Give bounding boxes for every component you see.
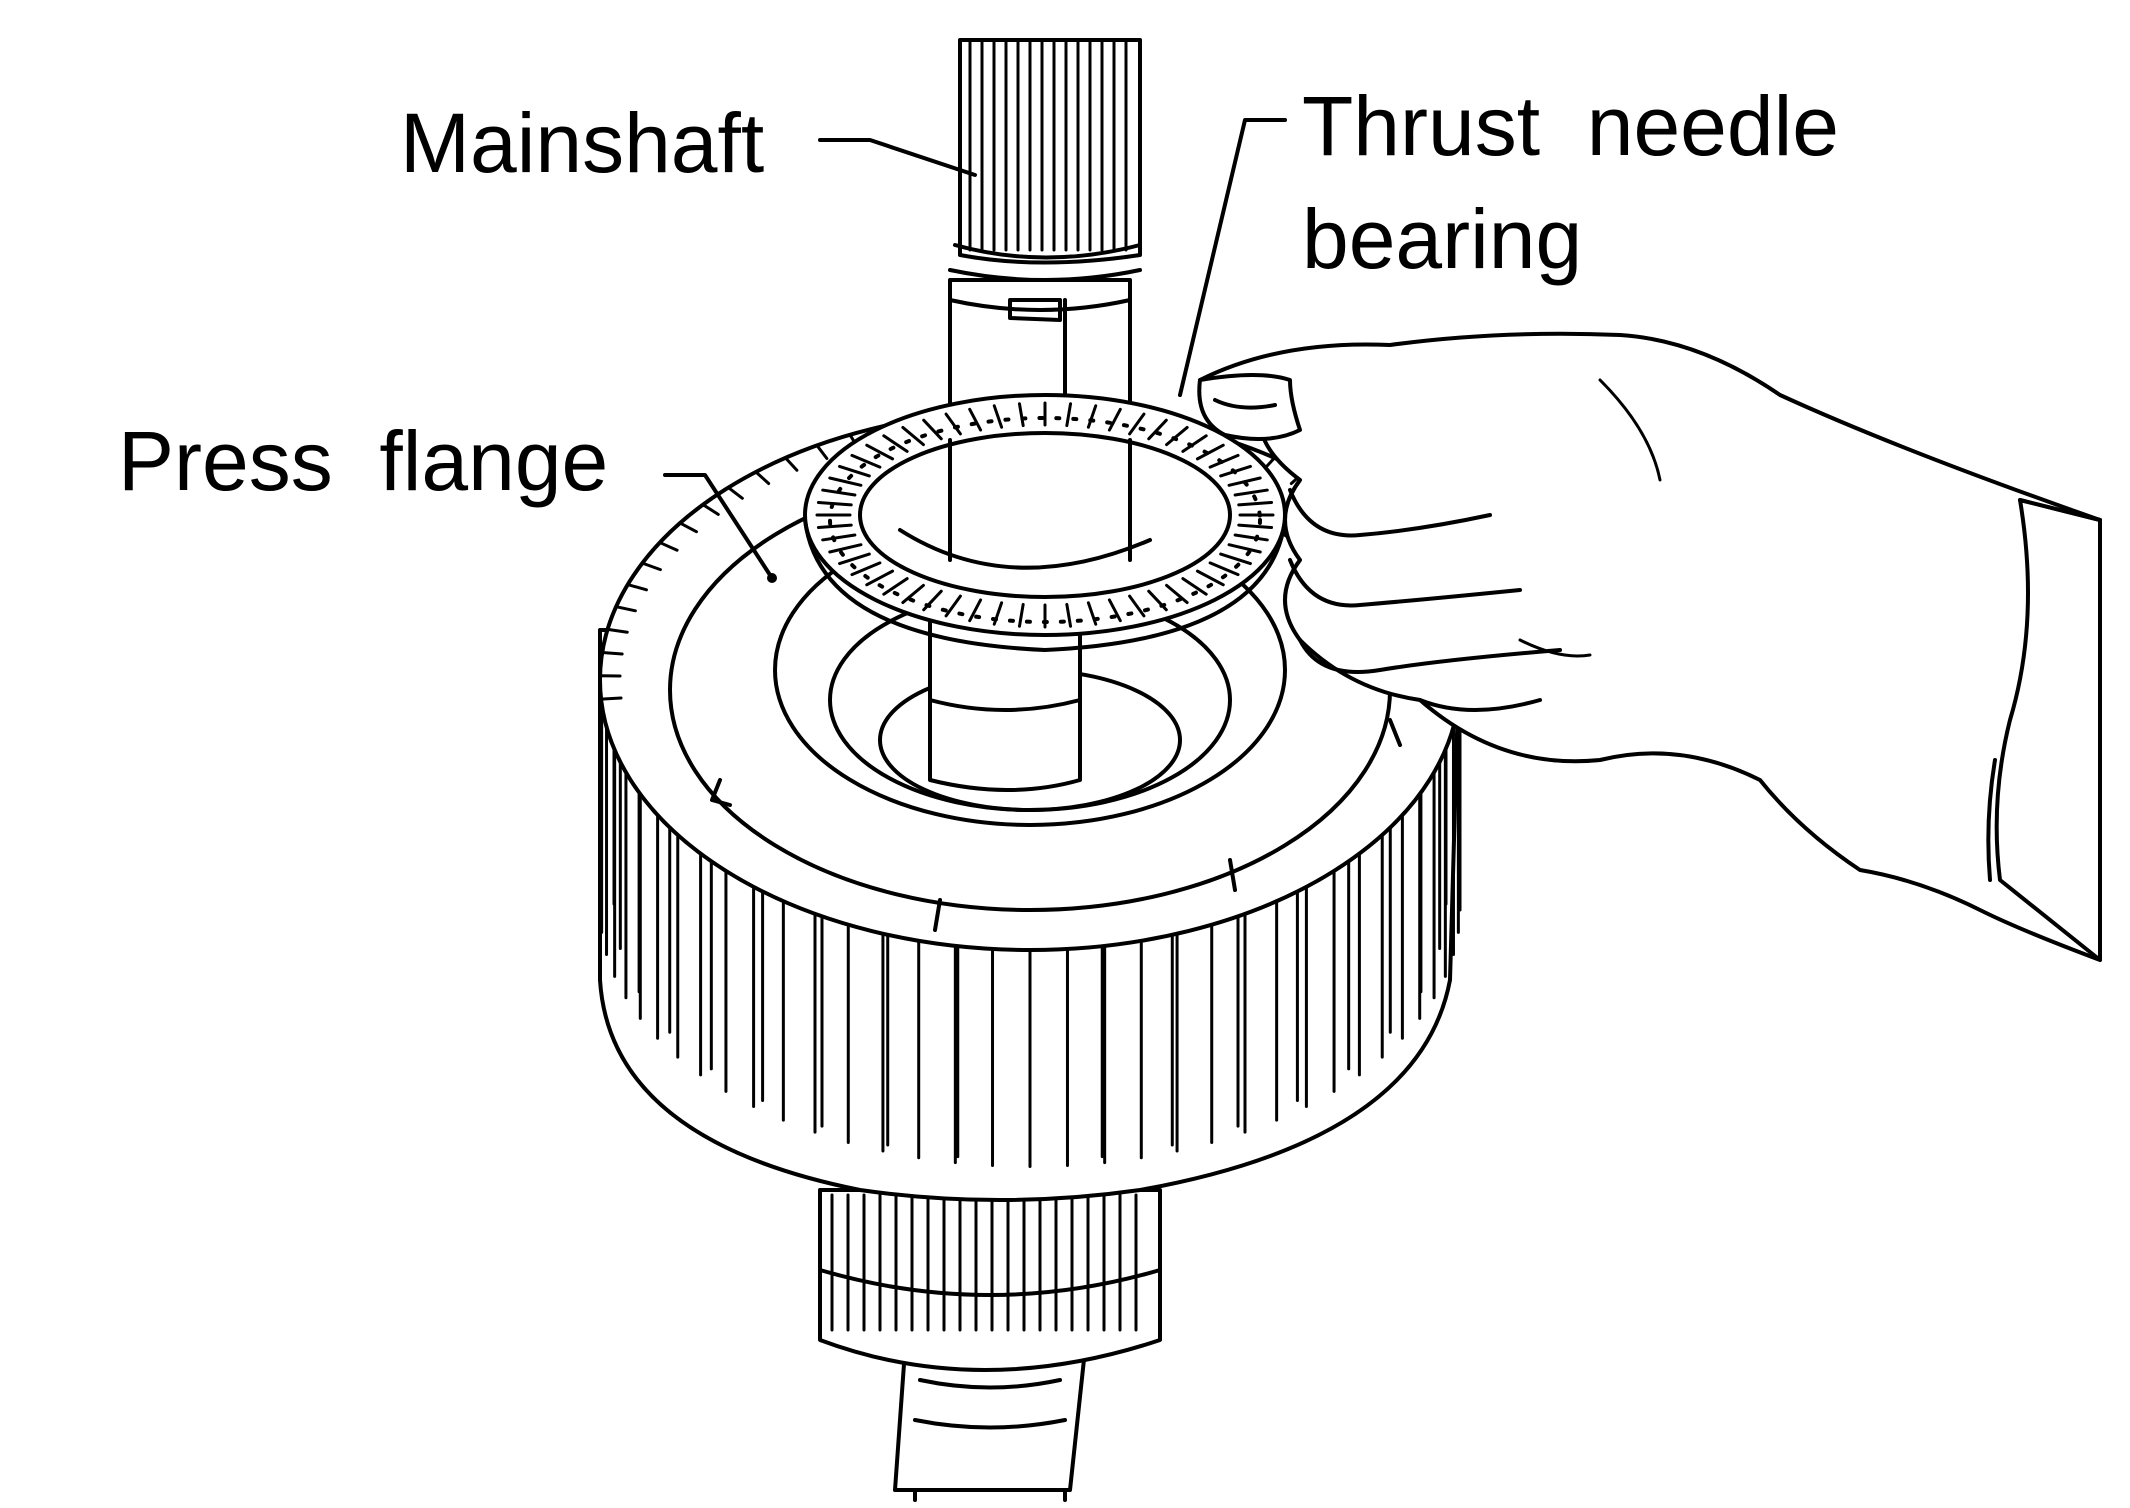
leader-lines: [663, 118, 1287, 583]
mainshaft-leader: [818, 138, 977, 177]
mainshaft-label: Mainshaft: [400, 96, 764, 190]
thrust-needle-bearing: [803, 393, 1287, 652]
press-flange-leader-dot: [767, 573, 777, 583]
thrust-needle-label-line1: Thrust needle: [1302, 79, 1839, 173]
press-flange-leader: [663, 473, 772, 577]
press-flange-label: Press flange: [118, 414, 608, 508]
mainshaft-lower-end: [893, 1348, 1087, 1502]
thrust-bearing-leader: [1178, 118, 1287, 397]
hand: [1197, 331, 2102, 962]
lower-gear: [818, 1188, 1162, 1372]
thrust-needle-label-line2: bearing: [1302, 192, 1582, 286]
